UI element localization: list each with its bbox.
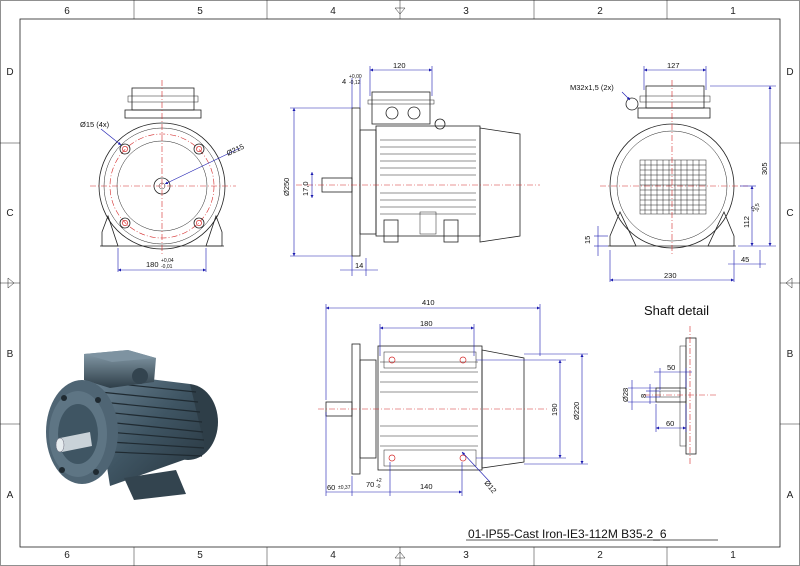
bottom-cooling-fins (380, 361, 478, 447)
bottom-shaft-tol: ±0,37 (338, 485, 351, 491)
rear-gland-label: M32x1,5 (2x) (570, 83, 614, 92)
zone-labels: 6 5 4 3 2 1 6 5 4 3 2 1 D C B A D C B A (6, 6, 793, 561)
rear-foot-height: 15 (583, 236, 592, 244)
bottom-overall-length: 410 (422, 298, 435, 307)
side-spigot-tol-lower: -0,12 (349, 80, 361, 86)
bottom-foot-length: 140 (420, 482, 433, 491)
bottom-foot-spacing: 190 (550, 403, 559, 416)
bottom-flange-dia: Ø220 (572, 402, 581, 420)
zone-left-A: A (7, 490, 14, 501)
zone-bottom-2: 2 (597, 550, 603, 561)
bottom-end-tol-lower: -0 (376, 484, 381, 490)
side-spigot-tol-upper: +0,00 (349, 74, 362, 80)
bottom-end-offset: 70 (366, 480, 374, 489)
front-width-tol-upper: +0,04 (161, 258, 174, 264)
bottom-hole-spacing: 180 (420, 319, 433, 328)
zone-bottom-6: 6 (64, 550, 70, 561)
zone-top-5: 5 (197, 6, 203, 17)
rear-top-width: 127 (667, 61, 680, 70)
motor-3d-render (46, 350, 218, 500)
side-flange-dia: Ø250 (282, 178, 291, 196)
zone-left-B: B (7, 349, 14, 360)
bottom-view: 410 180 190 Ø220 Ø12 60 ±0,37 70 +2 -0 1… (318, 298, 588, 496)
rear-foot-width: 230 (664, 271, 677, 280)
zone-top-3: 3 (463, 6, 469, 17)
bottom-shaft-length: 60 (327, 483, 335, 492)
zone-bottom-4: 4 (330, 550, 336, 561)
shaft-detail-key-length: 50 (667, 363, 675, 372)
side-spigot: 4 (342, 77, 346, 86)
front-view: Ø15 (4x) Ø215 180 +0,04 -0,01 (80, 80, 245, 272)
zone-bottom-5: 5 (197, 550, 203, 561)
side-shaft-height: 17,0 (301, 181, 310, 196)
rear-axis-tol-lower: -0,5 (755, 203, 761, 212)
zone-right-D: D (786, 67, 793, 78)
fan-grille (639, 159, 707, 215)
side-cooling-fins (380, 139, 476, 215)
shaft-detail: Shaft detail Ø28 8 50 60 (621, 303, 716, 466)
rear-axis-tol-upper: +0 (751, 206, 757, 212)
zone-top-4: 4 (330, 6, 336, 17)
side-view: 120 4 +0,00 -0,12 Ø250 17,0 14 (282, 61, 540, 276)
side-flange-thickness: 14 (355, 261, 363, 270)
zone-left-D: D (6, 67, 13, 78)
zone-top-2: 2 (597, 6, 603, 17)
zone-right-B: B (787, 349, 794, 360)
zone-right-C: C (786, 208, 793, 219)
front-width-label: 180 (146, 260, 159, 269)
zone-bottom-1: 1 (730, 550, 736, 561)
rear-axis-height: 112 (742, 216, 751, 228)
shaft-detail-title: Shaft detail (644, 303, 709, 318)
shaft-detail-dia: Ø28 (621, 388, 630, 402)
shaft-detail-key-width: 8 (639, 394, 648, 398)
bottom-hole-dia: Ø12 (482, 479, 498, 496)
rear-foot-offset: 45 (741, 255, 749, 264)
bottom-end-tol-upper: +2 (376, 478, 382, 484)
rear-view: M32x1,5 (2x) 127 305 112 +0 -0,5 15 45 2… (570, 61, 776, 282)
shaft-detail-shaft-len: 60 (666, 419, 674, 428)
side-top-width: 120 (393, 61, 406, 70)
zone-left-C: C (6, 208, 13, 219)
title-block-text: 01-IP55-Cast Iron-IE3-112M B35-2_6 (468, 527, 667, 541)
zone-top-6: 6 (64, 6, 70, 17)
zone-top-1: 1 (730, 6, 736, 17)
front-width-tol-lower: -0,01 (161, 264, 173, 270)
front-pcd-label: Ø215 (225, 142, 245, 158)
front-hole-label: Ø15 (4x) (80, 120, 110, 129)
rear-overall-height: 305 (760, 162, 769, 175)
zone-right-A: A (787, 490, 794, 501)
zone-bottom-3: 3 (463, 550, 469, 561)
flange-bolt-holes (119, 143, 205, 229)
